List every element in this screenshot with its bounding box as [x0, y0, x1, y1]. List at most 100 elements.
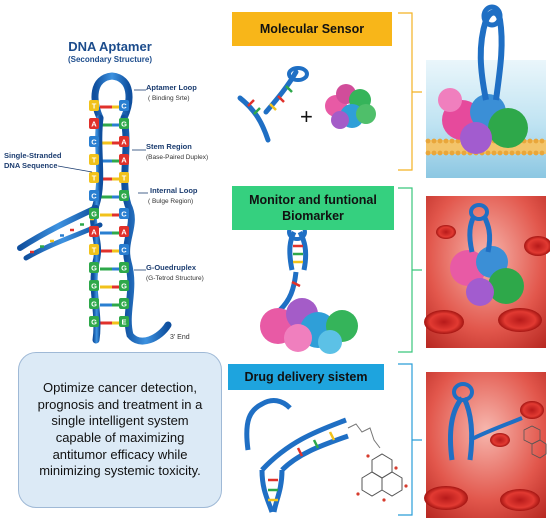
base-letter: A [121, 228, 127, 237]
lipid-head [437, 150, 443, 156]
sensor-protein [325, 84, 376, 129]
sensor-image [425, 4, 546, 178]
lipid-head [461, 150, 467, 156]
base-tile [89, 100, 99, 111]
base-letter: A [121, 138, 127, 147]
base-letter: C [121, 210, 127, 219]
lipid-head [449, 150, 455, 156]
lipid-head [443, 138, 449, 144]
lipid-head [431, 150, 437, 156]
panel-title-drug-delivery: Drug delivery sistem [228, 364, 384, 390]
drug-aptamer-conjugate [244, 398, 408, 513]
lipid-head [503, 150, 509, 156]
single-strand-tail [17, 205, 99, 251]
base-tile [89, 172, 99, 183]
base-letter: G [121, 264, 127, 273]
plus-sign: + [300, 104, 313, 129]
label-binding-site: ( Binding Srte) [148, 95, 190, 102]
lipid-head [539, 150, 545, 156]
base-tile [89, 262, 99, 273]
panel-title-biomarker: Monitor and funtional Biomarker [232, 186, 394, 230]
lipid-head [533, 138, 539, 144]
membrane-lipids [425, 138, 545, 156]
label-g-quadruplex: G-Ouedruplex [146, 263, 197, 272]
base-tile [89, 226, 99, 237]
lipid-head [497, 150, 503, 156]
aptamer-title: DNA Aptamer [68, 39, 152, 54]
base-tile [89, 118, 99, 129]
base-letter: G [121, 120, 127, 129]
base-tile [89, 190, 99, 201]
label-3-end: 3' End [170, 334, 190, 341]
base-letter: C [121, 246, 127, 255]
lipid-head [539, 138, 545, 144]
base-letter: C [91, 138, 97, 147]
lipid-head [527, 138, 533, 144]
lipid-head [509, 150, 515, 156]
bracket-sensor [398, 12, 422, 171]
base-tile [119, 208, 129, 219]
label-g-tetrad: (G-Tetrod Structure) [146, 275, 204, 282]
lipid-head [533, 150, 539, 156]
base-letter: G [121, 282, 127, 291]
base-tile [89, 298, 99, 309]
base-tile [119, 226, 129, 237]
base-tile [89, 280, 99, 291]
lipid-head [431, 138, 437, 144]
base-letter: G [91, 210, 97, 219]
lipid-head [449, 138, 455, 144]
bracket-drug [398, 363, 422, 516]
biomarker-image [424, 196, 550, 348]
base-letter: E [121, 318, 126, 327]
bracket-biomarker [398, 187, 422, 353]
base-tile [119, 244, 129, 255]
lipid-head [491, 150, 497, 156]
lipid-head [521, 150, 527, 156]
label-base-paired: (Base-Paired Duplex) [146, 154, 209, 161]
lipid-head [437, 138, 443, 144]
base-tile [89, 154, 99, 165]
base-tile [89, 244, 99, 255]
base-letter: T [92, 156, 97, 165]
base-tile [119, 118, 129, 129]
base-letter: T [122, 174, 127, 183]
base-tile [119, 172, 129, 183]
summary-text: Optimize cancer detection, prognosis and… [37, 380, 203, 479]
base-tile [119, 262, 129, 273]
label-internal-loop: Internal Loop [150, 186, 198, 195]
lipid-head [425, 150, 431, 156]
base-tile [89, 208, 99, 219]
base-letter: T [92, 174, 97, 183]
biomarker-aptamer-protein [260, 223, 358, 354]
base-letter: C [91, 192, 97, 201]
base-letter: T [92, 246, 97, 255]
base-letter: A [91, 228, 97, 237]
sensor-small-aptamer [237, 66, 309, 143]
base-letter: A [121, 156, 127, 165]
lipid-head [455, 150, 461, 156]
lipid-head [515, 150, 521, 156]
base-letter: G [91, 300, 97, 309]
base-letter: T [92, 102, 97, 111]
base-tile [89, 316, 99, 327]
base-letter: G [121, 192, 127, 201]
base-tile [89, 136, 99, 147]
lipid-head [527, 150, 533, 156]
lipid-head [425, 138, 431, 144]
aptamer-subtitle: (Secondary Structure) [67, 55, 153, 64]
base-tile [119, 136, 129, 147]
base-tile [119, 298, 129, 309]
base-tile [119, 316, 129, 327]
callout-arrows [57, 89, 148, 271]
label-single-stranded: Single-Stranded [4, 151, 62, 160]
lipid-head [485, 150, 491, 156]
base-letter: A [91, 120, 97, 129]
base-tile [119, 154, 129, 165]
label-bulge-region: ( Bulge Region) [148, 198, 194, 205]
label-aptamer-loop: Aptamer Loop [146, 83, 197, 92]
base-letter: G [91, 264, 97, 273]
base-letter: G [91, 318, 97, 327]
